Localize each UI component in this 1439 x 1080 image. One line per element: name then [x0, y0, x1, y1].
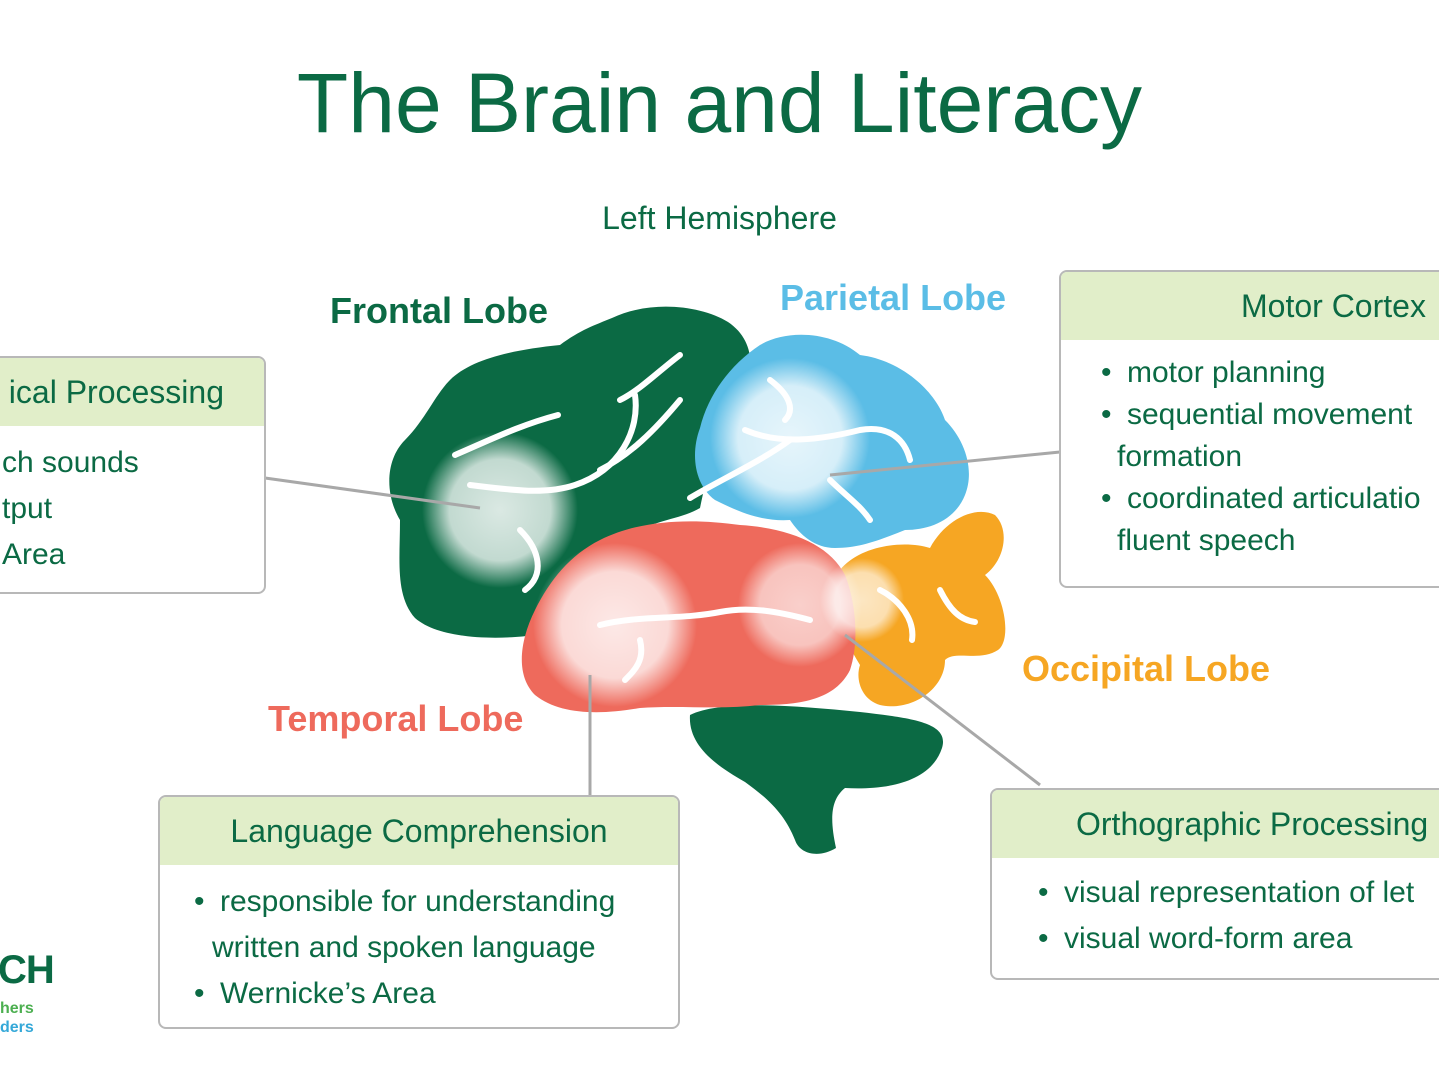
connector-lines: [264, 450, 1061, 795]
logo: CH hers ders: [0, 948, 60, 1048]
logo-line-1: hers: [0, 1000, 34, 1017]
phonological-line-3: Area: [2, 538, 66, 571]
language-box-heading: Language Comprehension: [160, 797, 678, 865]
occipital-lobe-shape: [837, 511, 1006, 707]
orthographic-box-heading: Orthographic Processing: [992, 790, 1439, 858]
phonological-line-2: tput: [2, 492, 53, 525]
occipital-lobe-label: Occipital Lobe: [1022, 648, 1271, 689]
logo-mark: CH: [0, 948, 55, 992]
hemisphere-subtitle: Left Hemisphere: [602, 200, 837, 236]
cerebellum-shape: [689, 705, 944, 854]
orthographic-item-1: visual representation of let: [1038, 870, 1439, 916]
language-comprehension-box: Language Comprehension responsible for u…: [158, 795, 680, 1029]
page-title: The Brain and Literacy: [296, 56, 1143, 150]
orthographic-processing-box: Orthographic Processing visual represent…: [990, 788, 1439, 980]
phonological-box-heading: ical Processing: [0, 358, 264, 426]
phonological-processing-box: ical Processing ch sounds tput Area: [0, 356, 266, 594]
phonological-box-body: ch sounds tput Area: [0, 426, 264, 588]
temporal-lobe-label: Temporal Lobe: [268, 698, 524, 739]
motor-cortex-box: Motor Cortex motor planning sequential m…: [1059, 270, 1439, 588]
motor-box-heading: Motor Cortex: [1061, 272, 1439, 340]
phonological-line-1: ch sounds: [2, 446, 139, 479]
language-item-2: Wernicke’s Area: [194, 971, 660, 1017]
wernicke-area-glow: [533, 543, 697, 707]
orthographic-box-body: visual representation of let visual word…: [992, 858, 1439, 972]
broca-area-glow: [422, 432, 578, 588]
motor-item-1: motor planning: [1101, 352, 1439, 394]
motor-box-body: motor planning sequential movementformat…: [1061, 340, 1439, 572]
orthographic-item-2: visual word-form area: [1038, 916, 1439, 962]
parietal-lobe-label: Parietal Lobe: [780, 277, 1007, 318]
frontal-lobe-label: Frontal Lobe: [330, 290, 548, 331]
logo-line-2: ders: [0, 1019, 34, 1036]
motor-cortex-glow: [710, 358, 870, 518]
visual-word-form-glow: [820, 558, 904, 642]
